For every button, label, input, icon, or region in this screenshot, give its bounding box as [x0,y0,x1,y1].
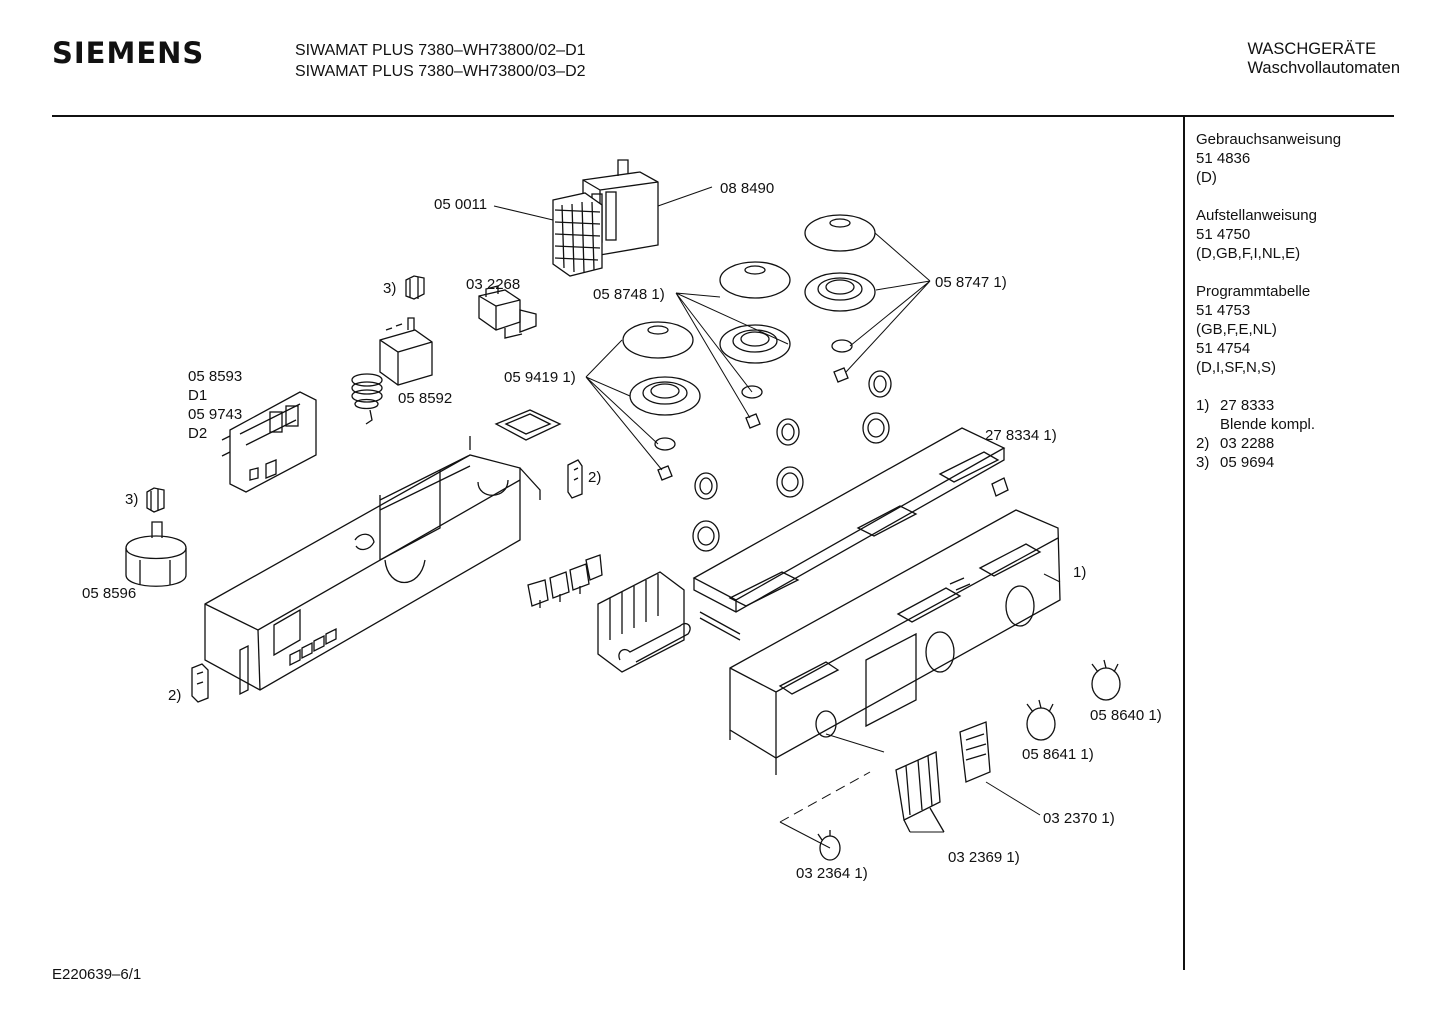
doc-languages: (D,I,SF,N,S) [1196,359,1277,376]
knob-cap-part [405,275,425,300]
doc-number: 51 4836 [1196,150,1251,167]
button-caps-left-part [622,321,701,481]
rotary-switch-part [125,521,187,587]
doc-program-table: Programmtabelle 51 4753 (GB,F,E,NL) 51 4… [1196,282,1341,377]
doc-number: 51 4753 [1196,302,1251,319]
display-frame-part [494,409,562,441]
front-panel-part [729,509,1061,775]
timer-motor-part [552,159,659,277]
label-088490: 08 8490 [720,180,774,197]
doc-title: Gebrauchsanweisung [1196,131,1342,148]
knob-cap-part [146,487,165,513]
label-058592: 05 8592 [398,390,452,407]
label-058641: 05 8641 1) [1022,746,1094,763]
gear-rings-part [692,370,892,552]
label-058747: 05 8747 1) [935,274,1007,291]
clip-part [191,663,209,703]
footnote: 1)27 8333 [1196,397,1275,414]
control-frame-part [204,436,541,696]
footnotes: 1)27 8333 Blende kompl. 2)03 2288 3)05 9… [1196,396,1341,472]
sidebar-divider [1183,117,1185,970]
button-caps-right-part [804,214,876,383]
button-caps-middle-part [719,261,791,429]
label-032364: 03 2364 1) [796,865,868,882]
doc-title: Programmtabelle [1196,283,1311,300]
label-footnote-3: 3) [383,280,396,297]
label-278334: 27 8334 1) [985,427,1057,444]
label-032370: 03 2370 1) [1043,810,1115,827]
leader-lines [493,186,1061,849]
footnote: 3)05 9694 [1196,454,1275,471]
label-footnote-3: 3) [125,491,138,508]
model-designations: SIWAMAT PLUS 7380–WH73800/02–D1 SIWAMAT … [295,40,586,82]
label-059743: 05 9743 [188,406,242,423]
doc-number: 51 4754 [1196,340,1251,357]
cover-strip-part [692,427,1009,641]
category-line-1: WASCHGERÄTE [1247,40,1377,58]
header-divider [52,115,1394,117]
siemens-logo: SIEMENS [52,36,205,70]
label-058748: 05 8748 1) [593,286,665,303]
selector-switch-part [351,317,433,425]
doc-languages: (D,GB,F,I,NL,E) [1196,245,1301,262]
indicator-lenses-part [895,751,945,833]
label-058596: 05 8596 [82,585,136,602]
doc-languages: (D) [1196,169,1217,186]
label-050011: 05 0011 [434,196,487,213]
doc-number: 51 4750 [1196,226,1251,243]
doc-title: Aufstellanweisung [1196,207,1317,224]
footnote: 2)03 2288 [1196,435,1275,452]
contact-clips-part [527,554,603,608]
label-footnote-2: 2) [168,687,181,704]
category-line-2: Waschvollautomaten [1247,59,1400,77]
label-footnote-1: 1) [1073,564,1086,581]
label-032369: 03 2369 1) [948,849,1020,866]
doc-operating-instructions: Gebrauchsanweisung 51 4836 (D) [1196,130,1341,187]
contact-block-part [597,571,691,673]
model-line-2: SIWAMAT PLUS 7380–WH73800/03–D2 [295,63,586,80]
circuit-board-part [221,391,317,493]
label-032268: 03 2268 [466,276,520,293]
clip-part [567,459,583,499]
part-number-labels: 05 0011 08 8490 03 2268 3) 05 8748 1) 05… [82,180,1162,882]
document-sidebar: Gebrauchsanweisung 51 4836 (D) Aufstella… [1196,130,1341,491]
label-d1: D1 [188,387,207,404]
doc-languages: (GB,F,E,NL) [1196,321,1277,338]
connector-part [478,285,537,339]
part-drawings [125,159,1121,861]
product-category: WASCHGERÄTE Waschvollautomaten [1247,40,1400,78]
footnote: Blende kompl. [1220,416,1316,433]
document-number: E220639–6/1 [52,966,142,983]
label-058640: 05 8640 1) [1090,707,1162,724]
indicator-lens-part [959,721,991,783]
doc-installation-instructions: Aufstellanweisung 51 4750 (D,GB,F,I,NL,E… [1196,206,1341,263]
label-059419: 05 9419 1) [504,369,576,386]
label-058593: 05 8593 [188,368,242,385]
label-d2: D2 [188,425,207,442]
label-footnote-2: 2) [588,469,601,486]
model-line-1: SIWAMAT PLUS 7380–WH73800/02–D1 [295,42,586,59]
